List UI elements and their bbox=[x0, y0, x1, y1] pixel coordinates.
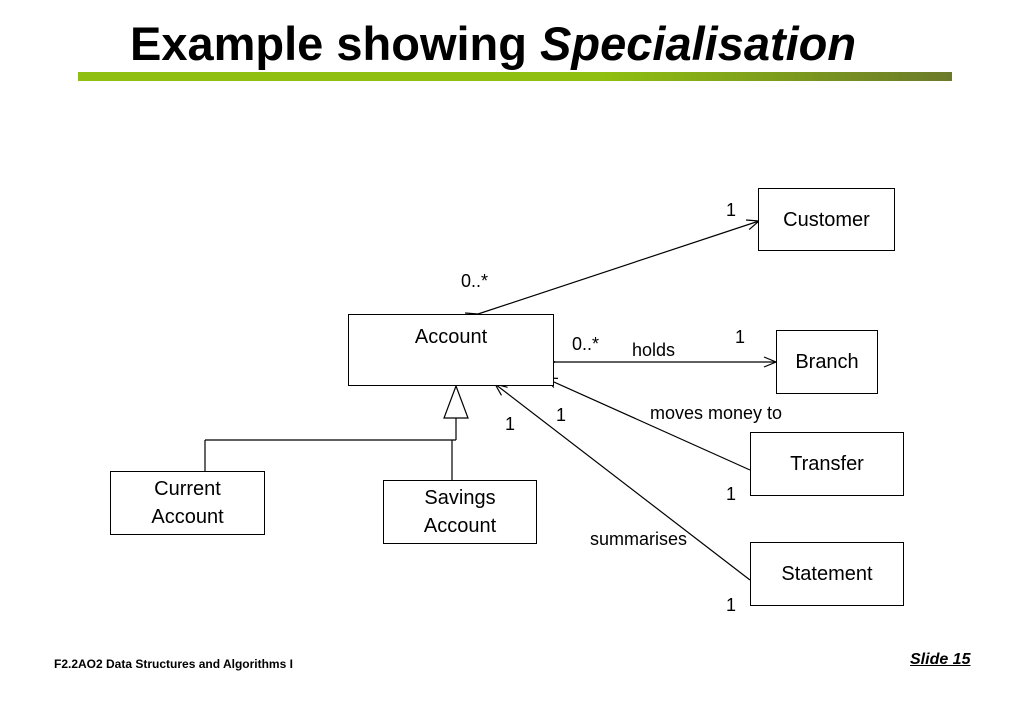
mult-transfer-end: 1 bbox=[726, 484, 737, 504]
class-transfer: Transfer bbox=[750, 432, 904, 496]
association-account-customer bbox=[478, 221, 759, 314]
class-transfer-label: Transfer bbox=[790, 453, 864, 475]
mult-branch-end: 1 bbox=[735, 327, 746, 347]
mult-account-customer-end: 0..* bbox=[461, 271, 489, 291]
mult-customer-end: 1 bbox=[726, 200, 737, 220]
mult-account-holds-end: 0..* bbox=[572, 334, 600, 354]
class-branch: Branch bbox=[776, 330, 878, 394]
slide-title: Example showing Specialisation bbox=[130, 12, 856, 76]
association-moves-money-to bbox=[545, 378, 751, 471]
assoc-name-holds: holds bbox=[632, 340, 676, 360]
mult-statement-end: 1 bbox=[726, 595, 737, 615]
slide-number: Slide 15 bbox=[910, 651, 971, 668]
class-customer: Customer bbox=[758, 188, 895, 251]
class-current-account: Current Account bbox=[110, 471, 265, 535]
title-underline bbox=[78, 72, 952, 81]
mult-account-statement-end: 1 bbox=[505, 414, 516, 434]
class-savings-account-label: Savings Account bbox=[423, 487, 497, 537]
generalisation-triangle bbox=[443, 384, 469, 419]
association-summarises bbox=[495, 384, 751, 581]
title-emphasis: Specialisation bbox=[540, 17, 857, 70]
class-customer-label: Customer bbox=[783, 208, 870, 231]
class-account-label: Account bbox=[414, 326, 488, 348]
title-text: Example showing bbox=[130, 17, 527, 70]
assoc-name-moves-money-to: moves money to bbox=[650, 403, 783, 423]
class-account: Account bbox=[348, 314, 554, 386]
assoc-name-summarises: summarises bbox=[590, 529, 688, 549]
class-savings-account: Savings Account bbox=[383, 480, 537, 544]
class-statement: Statement bbox=[750, 542, 904, 606]
class-branch-label: Branch bbox=[795, 351, 859, 373]
footer-course: F2.2AO2 Data Structures and Algorithms I bbox=[54, 657, 293, 671]
mult-account-transfer-end: 1 bbox=[556, 405, 567, 425]
class-statement-label: Statement bbox=[781, 563, 873, 585]
class-current-account-label: Current Account bbox=[151, 478, 224, 528]
